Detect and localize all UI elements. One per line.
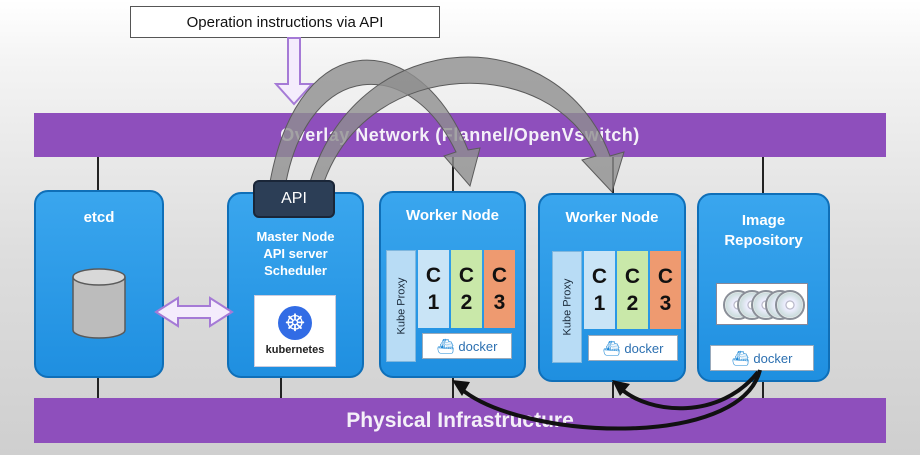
docker-logo: ⛴docker — [710, 345, 814, 371]
master-node: Master Node API server Scheduler — [227, 192, 364, 378]
master-line: Scheduler — [264, 263, 327, 278]
docker-logo: ⛴docker — [422, 333, 512, 359]
docker-logo: ⛴docker — [588, 335, 678, 361]
connector-line — [97, 378, 99, 398]
container-letter: C — [458, 264, 475, 287]
kube-proxy-label: Kube Proxy — [395, 277, 407, 335]
connector-line — [762, 382, 764, 398]
master-line: Master Node — [256, 229, 335, 244]
repository-title-line: Image — [741, 212, 786, 229]
container-letter: C — [591, 265, 608, 288]
connector-line — [280, 378, 282, 398]
operation-instructions-box: Operation instructions via API — [130, 6, 440, 38]
connector-line — [612, 382, 614, 398]
connector-line — [452, 378, 454, 398]
api-tab: API — [253, 180, 335, 218]
etcd-title: etcd — [83, 209, 115, 226]
connector-line — [612, 157, 614, 193]
container-number: 2 — [460, 291, 473, 314]
disc-stack-icon — [716, 283, 808, 325]
docker-whale-icon: ⛴ — [602, 339, 621, 356]
master-line: API server — [263, 246, 328, 261]
repository-title-line: Repository — [724, 232, 803, 249]
etcd-master-double-arrow — [154, 296, 234, 328]
kubernetes-logo-text: kubernetes — [265, 344, 325, 356]
kube-proxy: Kube Proxy — [552, 251, 582, 363]
docker-label: docker — [753, 350, 793, 366]
instruction-down-arrow — [273, 37, 315, 106]
container-letter: C — [624, 265, 641, 288]
kubernetes-logo: ☸ kubernetes — [254, 295, 336, 367]
docker-whale-icon: ⛴ — [436, 337, 455, 354]
container-number: 1 — [427, 291, 440, 314]
container-number: 2 — [626, 292, 639, 315]
container-letter: C — [657, 265, 674, 288]
etcd-node: etcd — [34, 190, 164, 378]
connector-line — [97, 157, 99, 191]
connector-line — [762, 157, 764, 193]
worker-node-title: Worker Node — [565, 209, 659, 226]
container-letter: C — [491, 264, 508, 287]
docker-label: docker — [458, 338, 498, 354]
overlay-network-band: Overlay Network (Flannel/OpenVswitch) — [34, 113, 886, 157]
connector-line — [452, 157, 454, 191]
container-letter: C — [425, 264, 442, 287]
container-number: 3 — [493, 291, 506, 314]
disc-icon — [775, 290, 805, 320]
container-number: 1 — [593, 292, 606, 315]
docker-whale-icon: ⛴ — [731, 349, 750, 366]
helm-wheel-icon: ☸ — [278, 306, 312, 340]
container-number: 3 — [659, 292, 672, 315]
kube-proxy-label: Kube Proxy — [561, 278, 573, 336]
physical-infrastructure-band: Physical Infrastructure — [34, 398, 886, 443]
worker-node-title: Worker Node — [405, 207, 500, 224]
kube-proxy: Kube Proxy — [386, 250, 416, 362]
docker-label: docker — [624, 340, 664, 356]
